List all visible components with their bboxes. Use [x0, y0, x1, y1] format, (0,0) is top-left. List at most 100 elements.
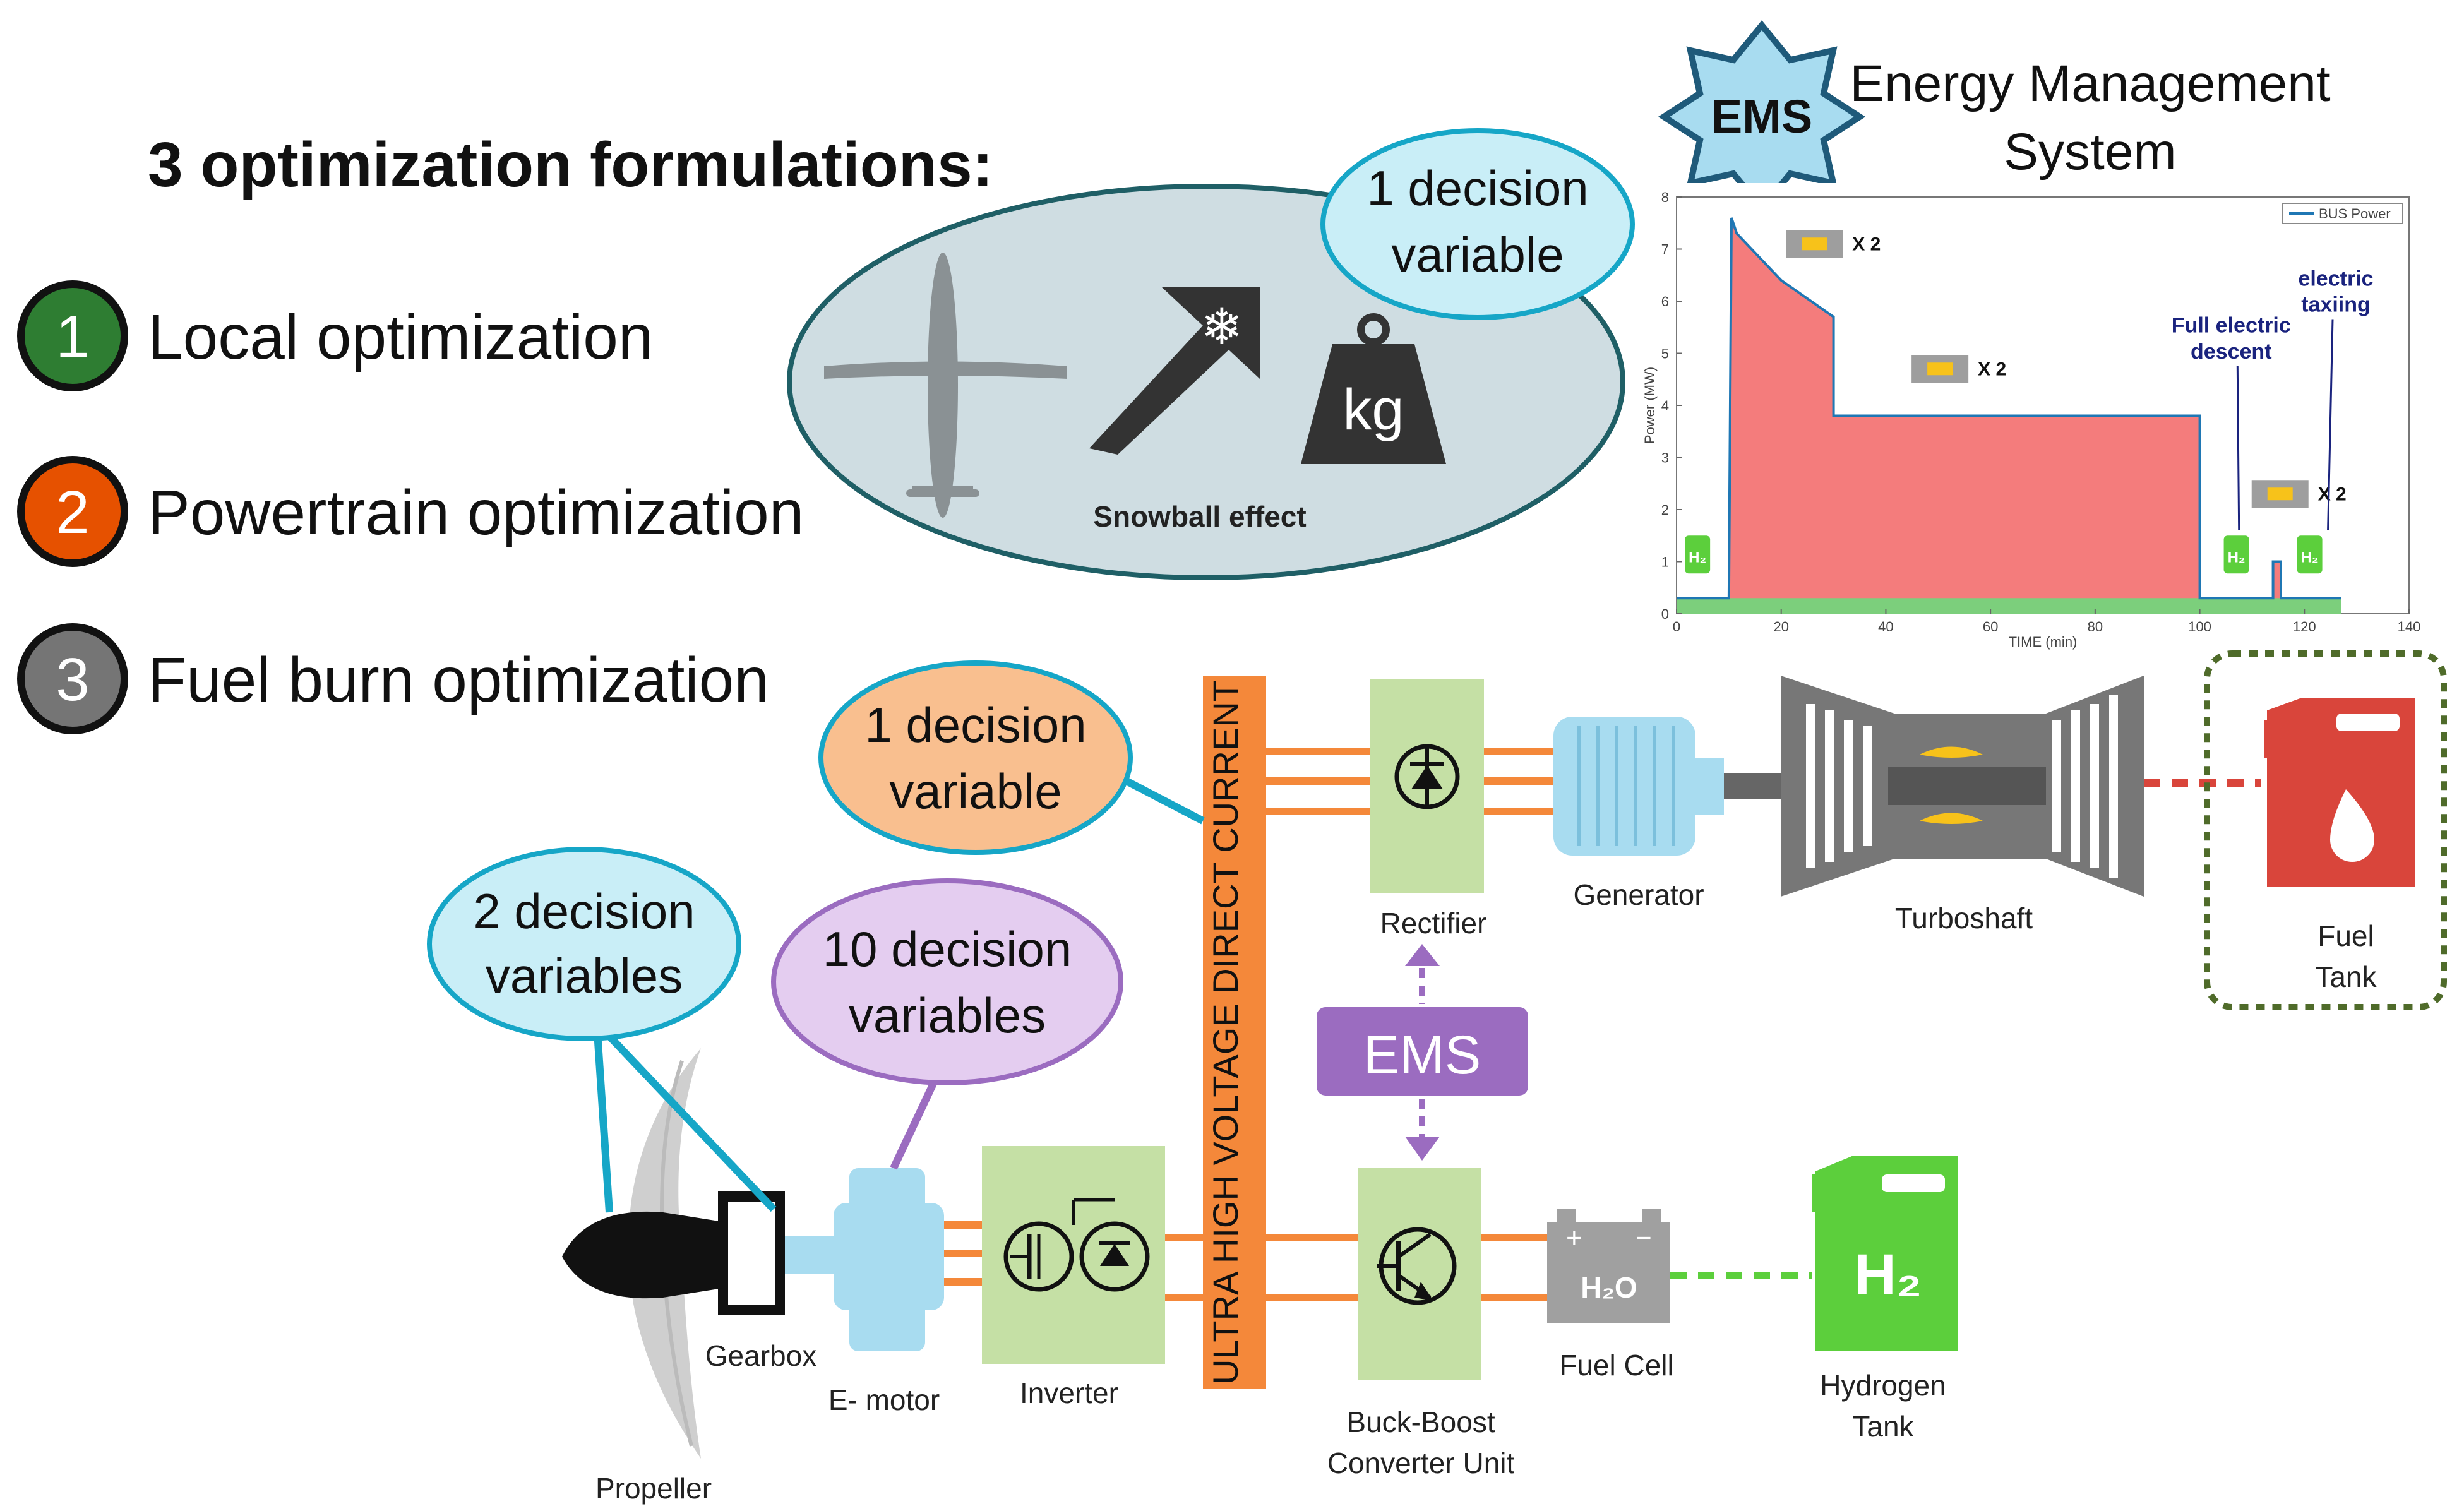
- fuel-tank-label-1: Fuel: [2317, 919, 2374, 952]
- gearbox-label: Gearbox: [705, 1339, 816, 1372]
- chart-xtick-label: 60: [1983, 619, 1998, 635]
- chart-legend: BUS Power: [2282, 203, 2403, 224]
- generator-block: Generator: [1553, 717, 1781, 911]
- h2-tank-label-1: Hydrogen: [1820, 1369, 1946, 1402]
- chart-xtick-label: 100: [2188, 619, 2211, 635]
- motor-shaft: [780, 1236, 849, 1274]
- chart-ytick-label: 2: [1661, 502, 1669, 518]
- formulation-2: 2 Powertrain optimization: [17, 456, 804, 567]
- heading: 3 optimization formulations:: [148, 129, 993, 200]
- fuel-tank-block: Fuel Tank: [2204, 650, 2447, 1010]
- chart-legend-label: BUS Power: [2319, 206, 2391, 222]
- chart-ytick-label: 7: [1661, 242, 1669, 258]
- chart-area-baseline: [1677, 598, 2341, 614]
- chart-h2-icon: [2297, 535, 2323, 574]
- buckboost-block: Buck-Boost Converter Unit: [1327, 1168, 1515, 1479]
- chart-xtick-label: 140: [2398, 619, 2421, 635]
- chart-ytick-label: 8: [1661, 189, 1669, 205]
- aircraft-icon: [824, 253, 1067, 518]
- ems-control: EMS: [1317, 944, 1528, 1161]
- h2-tank-label-2: Tank: [1852, 1410, 1914, 1443]
- buckboost-label-2: Converter Unit: [1327, 1447, 1515, 1479]
- h2-tank-symbol: H₂: [1854, 1243, 1922, 1307]
- fuelcell-block: + − H₂O Fuel Cell: [1547, 1209, 1674, 1382]
- bubble-hvdc-line1: 1 decision: [864, 697, 1086, 753]
- chart-line-bus-power: [1677, 217, 2341, 600]
- formulation-3: 3 Fuel burn optimization: [17, 623, 769, 734]
- buckboost-label-1: Buck-Boost: [1346, 1406, 1495, 1438]
- bubble-motor-decision: 10 decision variables: [771, 878, 1123, 1170]
- snowflake-glyph: ❄: [1200, 299, 1243, 355]
- fuelcell-minus-icon: −: [1636, 1222, 1652, 1253]
- chart-xlabel: TIME (min): [2009, 634, 2078, 650]
- generator-label: Generator: [1573, 878, 1704, 911]
- chart-annotation-x2: X 2: [1852, 234, 1881, 254]
- chart-engine-flame: [1927, 362, 1953, 376]
- chart-h2-label: H₂: [2228, 549, 2246, 566]
- chart-xtick-label: 20: [1773, 619, 1788, 635]
- formulation-1: 1 Local optimization: [17, 280, 653, 391]
- ems-title-line1: Energy Management: [1850, 55, 2330, 112]
- chart-annotation-x2: X 2: [2318, 484, 2347, 505]
- fuelcell-h2o: H₂O: [1581, 1271, 1637, 1304]
- chart-annotation-arrow: [2327, 319, 2334, 531]
- bubble-propeller-decision: 2 decision variables: [427, 847, 777, 1213]
- chart-annotation-taxiing-line1: electric: [2298, 266, 2373, 290]
- ems-box-label: EMS: [1363, 1025, 1481, 1085]
- chart-xtick-label: 40: [1878, 619, 1893, 635]
- chart-annotation-descent-line1: Full electric: [2172, 314, 2291, 338]
- chart-ytick-label: 4: [1661, 398, 1669, 414]
- h2-tank-block: H₂ Hydrogen Tank: [1812, 1156, 1958, 1443]
- chart-h2-icon: [1685, 535, 1711, 574]
- emotor-label: E- motor: [828, 1383, 940, 1416]
- bubble-propeller-line1: 2 decision: [473, 883, 695, 939]
- ems-badge-label: EMS: [1711, 90, 1812, 143]
- formulation-1-number: 1: [56, 303, 89, 371]
- weight-label: kg: [1343, 378, 1404, 442]
- bubble-top-line1: 1 decision: [1367, 160, 1588, 216]
- chart-h2-icon: [2223, 535, 2249, 574]
- bubble-top-line2: variable: [1391, 227, 1564, 282]
- chart-ytick-label: 1: [1661, 554, 1669, 570]
- rectifier-label: Rectifier: [1380, 907, 1487, 940]
- chart-annotation-arrow: [2236, 366, 2240, 531]
- emotor-block: E- motor: [828, 1168, 944, 1416]
- weight-icon: kg: [1301, 313, 1446, 464]
- ems-header: EMS Energy Management System: [1658, 20, 2331, 213]
- formulation-3-number: 3: [56, 646, 89, 714]
- formulation-2-label: Powertrain optimization: [148, 477, 804, 548]
- chart-annotation-x2: X 2: [1978, 359, 2006, 379]
- chart-ytick-label: 3: [1661, 450, 1669, 466]
- formulation-3-label: Fuel burn optimization: [148, 645, 769, 715]
- bubble-top-decision: 1 decision variable: [1320, 128, 1635, 320]
- bubble-propeller-line2: variables: [486, 948, 683, 1003]
- chart-annotation-taxiing-line2: taxiing: [2301, 293, 2371, 317]
- fuel-tank-label-2: Tank: [2315, 960, 2377, 993]
- propeller-block: Propeller: [562, 1048, 723, 1505]
- rectifier-block: Rectifier: [1370, 679, 1486, 940]
- chart-engine-flame: [1802, 237, 1827, 251]
- propeller-label: Propeller: [595, 1472, 712, 1505]
- turboshaft-label: Turboshaft: [1895, 902, 2033, 935]
- turboshaft-block: Turboshaft: [1781, 676, 2144, 935]
- bubble-hvdc-decision: 1 decision variable: [818, 660, 1205, 855]
- snowball-caption: Snowball effect: [1093, 500, 1306, 533]
- bubble-motor-line2: variables: [849, 988, 1046, 1043]
- chart-ytick-label: 5: [1661, 346, 1669, 362]
- ems-box: [1317, 1007, 1528, 1096]
- fuel-drop-icon: [2330, 789, 2374, 862]
- chart-annotation-descent-line2: descent: [2191, 340, 2272, 364]
- inverter-label: Inverter: [1020, 1377, 1118, 1409]
- chart-ytick-label: 0: [1661, 606, 1669, 622]
- chart-ylabel: Power (MW): [1642, 367, 1658, 444]
- hvdc-bus-label: ULTRA HIGH VOLTAGE DIRECT CURRENT: [1205, 680, 1245, 1385]
- chart-xtick-label: 120: [2293, 619, 2316, 635]
- chart-h2-label: H₂: [1689, 549, 1706, 566]
- bubble-motor-line1: 10 decision: [823, 921, 1072, 977]
- fuelcell-label: Fuel Cell: [1559, 1349, 1674, 1382]
- chart-engine-flame: [2267, 487, 2293, 501]
- hvdc-bus-bar: [1203, 676, 1266, 1389]
- bubble-hvdc-line2: variable: [889, 763, 1062, 819]
- formulation-1-label: Local optimization: [148, 302, 653, 373]
